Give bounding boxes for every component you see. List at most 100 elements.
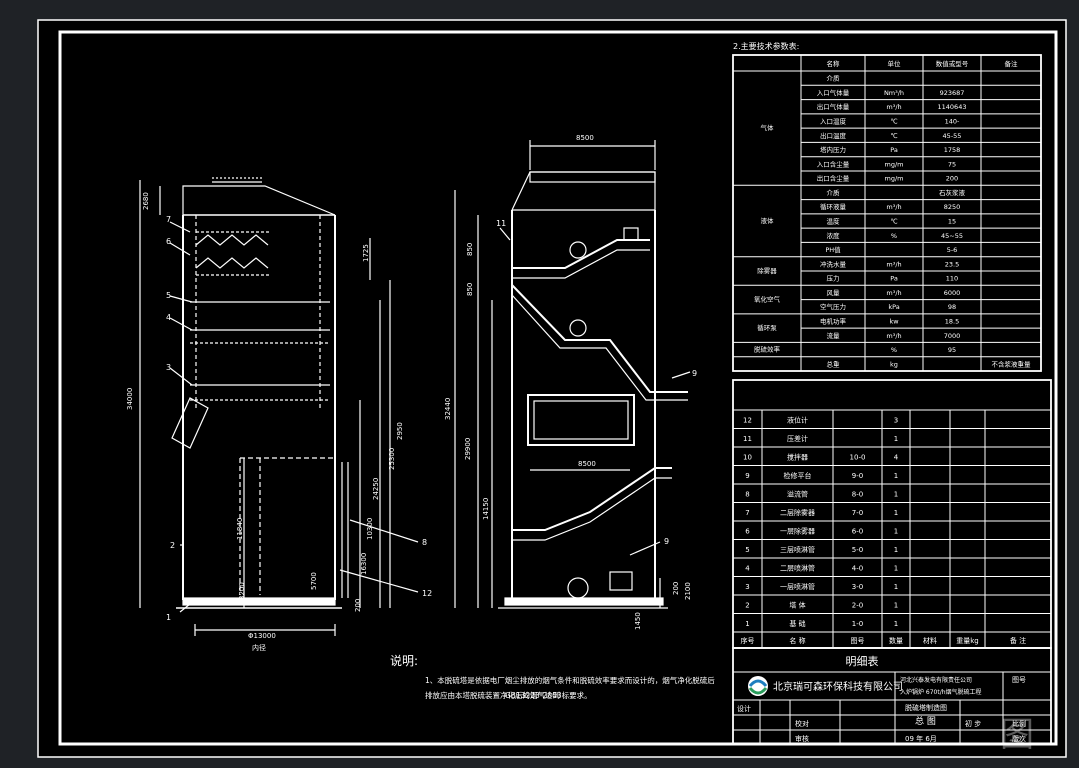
leader-12 [339,569,419,593]
mid-width-label: 8500 [578,460,596,468]
param-name-cell: 风量 [827,289,841,297]
dim-34000: 34000 [126,388,134,410]
dim-200: 200 [354,599,362,612]
manhole-1 [569,241,587,259]
param-unit-cell: mg/m [885,175,904,183]
bom-code-cell: 9-0 [852,472,863,480]
flue-inlet-opening [527,394,635,446]
callout-1: 1 [166,613,171,622]
elev-dim-850a: 850 [466,243,474,256]
stair-flight-2b [511,294,688,401]
bom-header-cell: 材料 [923,636,937,645]
dim-1725: 1725 [362,244,370,262]
param-section-title: 2.主要技术参数表: [733,41,799,51]
drawing-date: 09 年 6月 [905,734,937,743]
bom-qty-cell: 3 [894,416,898,424]
bom-qty-cell: 1 [894,490,898,498]
param-value-cell: 45~55 [941,232,963,240]
company-name: 北京瑞可森环保科技有限公司 [773,680,903,693]
title-block-border [732,647,1052,745]
param-name-cell: 入口含尘量 [817,159,850,168]
sign-label-design: 设计 [737,704,751,713]
param-name-cell: 介质 [827,74,841,83]
bom-name-cell: 二层除雾器 [780,508,815,517]
demister-layer-6 [195,257,269,269]
foundation [182,597,336,606]
param-value-cell: 15 [948,218,956,226]
callout-7: 7 [166,215,171,224]
leader-9a [671,371,691,379]
param-unit-cell: ℃ [890,132,897,140]
param-name-cell: PH值 [825,245,841,254]
client-name: 河北兴泰发电有限责任公司 [900,676,972,684]
param-name-cell: 压力 [827,274,840,283]
bom-no-cell: 6 [745,527,750,535]
param-value-cell: 110 [946,275,958,283]
param-table-grid [733,55,1041,371]
bom-qty-cell: 1 [894,527,898,535]
demister-layer-7 [195,234,269,246]
param-value-cell: 18.5 [945,318,959,326]
bom-no-cell: 7 [745,509,749,517]
bom-header-cell: 重量kg [956,637,979,645]
elev-dim-850b: 850 [466,283,474,296]
param-unit-cell: m³/h [886,103,901,111]
bom-qty-cell: 1 [894,564,898,572]
param-value-cell: 95 [948,346,956,354]
param-name-cell: 循环液量 [820,202,847,211]
bom-no-cell: 1 [745,620,749,628]
top-width-label: 8500 [576,134,594,142]
bom-no-cell: 5 [745,546,749,554]
right-label-version: 版次 [1012,734,1026,743]
bom-header-cell: 序号 [741,636,755,645]
leader-7 [169,221,191,233]
callout-9b: 9 [664,537,669,546]
leader-6 [169,242,191,256]
dim-16300: 16300 [360,553,368,575]
sign-label-review: 审核 [795,734,809,743]
param-name-cell: 入口气体量 [817,88,850,97]
left-view-labels: 7 6 5 4 3 2 1 8 12 2680 1725 34000 2950 … [126,192,432,652]
bom-code-cell: 1-0 [852,620,863,628]
stair-flight-1b [512,249,650,279]
bom-code-cell: 6-0 [852,527,863,535]
title-block [732,647,1052,745]
param-name-cell: 温度 [827,217,841,226]
param-header-cell: 数值或型号 [936,59,969,68]
drawing-name: 脱硫塔制造图 [905,703,947,712]
param-note-cell: 不含浆液重量 [992,359,1032,368]
elev-dim-200: 200 [672,582,680,595]
sign-label-check: 校对 [795,719,809,728]
notes-title: 说明: [390,653,418,668]
callout-8: 8 [422,538,427,547]
dim-25300: 25300 [388,448,396,470]
param-table-border [732,54,1042,372]
bill-of-materials [732,379,1052,649]
param-group-label: 氧化空气 [754,295,781,304]
dim-2680: 2680 [142,192,150,210]
param-name-cell: 流量 [827,331,841,340]
flue-inlet-inner [533,400,629,440]
callout-6: 6 [166,237,171,246]
callout-3: 3 [166,363,171,372]
project-name: 入炉锅炉 670t/h烟气脱硫工程 [900,688,982,696]
diameter-label: Φ13000 [248,632,276,640]
param-name-cell: 浓度 [827,231,841,240]
bom-name-cell: 检修平台 [784,471,812,480]
right-label-drawing-no: 图号 [1012,676,1026,684]
notes-block: 说明: 1、本脱硫塔是依据电厂烟尘排放的烟气条件和脱硫效率要求而设计的，烟气净化… [390,653,715,700]
leader-3 [169,367,193,386]
param-name-cell: 介质 [827,188,841,197]
elev-dim-29900-label: 29900 [464,438,472,460]
watermark: 图 [1000,715,1034,755]
parameter-table [732,54,1042,372]
param-unit-cell: ℃ [890,118,897,126]
bom-name-cell: 基 础 [789,619,805,628]
param-name-cell: 冲洗水量 [820,259,847,268]
dim-5700: 5700 [310,572,318,590]
bom-name-cell: 一层除雾器 [780,526,815,535]
param-name-cell: 出口含尘量 [817,174,850,183]
right-label-scale: 比例 [1012,719,1026,728]
param-group-label: 除雾器 [757,266,777,275]
